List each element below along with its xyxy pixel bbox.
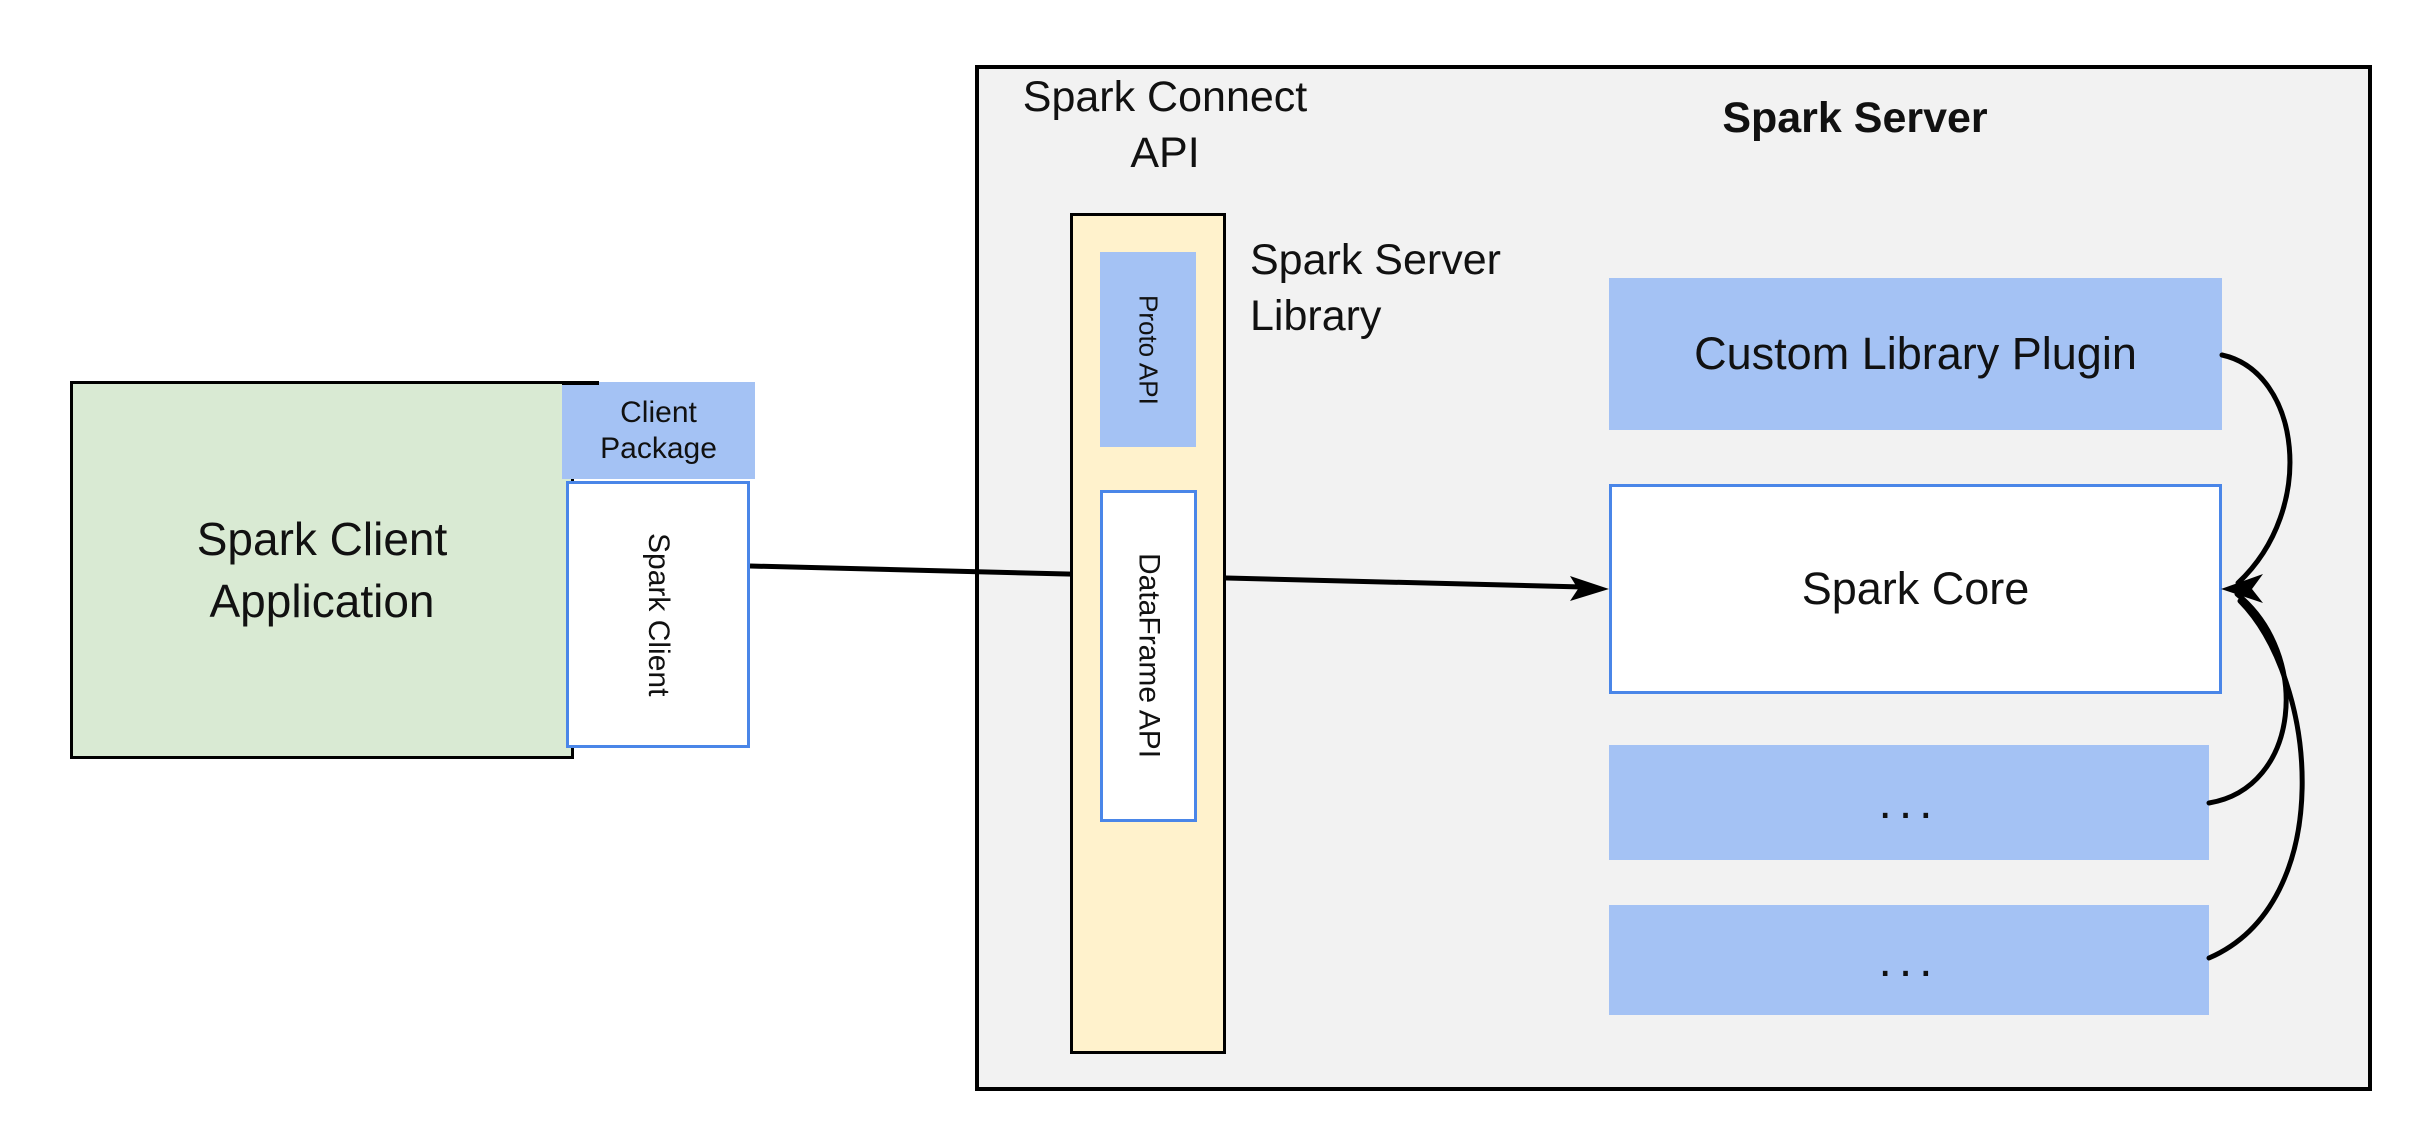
spark-core-label: Spark Core bbox=[1801, 563, 2030, 614]
plugin-slot-2-box: ... bbox=[1609, 905, 2209, 1015]
spark-connect-api-label: Spark Connect API bbox=[1022, 73, 1308, 177]
custom-library-plugin-box: Custom Library Plugin bbox=[1609, 278, 2222, 430]
spark-client-label: Spark Client bbox=[642, 532, 675, 697]
spark-client-application-label: Spark Client Application bbox=[196, 512, 448, 627]
plugin-slot-1-label: ... bbox=[1878, 776, 1940, 829]
spark-core-box: Spark Core bbox=[1609, 484, 2222, 694]
custom-library-plugin-label: Custom Library Plugin bbox=[1694, 328, 2137, 379]
proto-api-label: Proto API bbox=[1133, 294, 1164, 405]
spark-client-application-box: Spark Client Application bbox=[70, 381, 574, 759]
client-package-label: Client Package bbox=[600, 395, 717, 465]
dataframe-api-box: DataFrame API bbox=[1100, 490, 1197, 822]
plugin-slot-1-box: ... bbox=[1609, 745, 2209, 860]
dataframe-api-label: DataFrame API bbox=[1132, 553, 1166, 759]
green-box-border-overhang bbox=[562, 381, 599, 385]
plugin-slot-2-label: ... bbox=[1878, 933, 1940, 987]
spark-server-library-label: Spark Server Library bbox=[1250, 236, 1501, 340]
client-package-box: Client Package bbox=[562, 382, 755, 479]
proto-api-box: Proto API bbox=[1100, 252, 1196, 447]
spark-client-box: Spark Client bbox=[566, 481, 750, 748]
spark-server-title: Spark Server bbox=[1722, 94, 1988, 142]
